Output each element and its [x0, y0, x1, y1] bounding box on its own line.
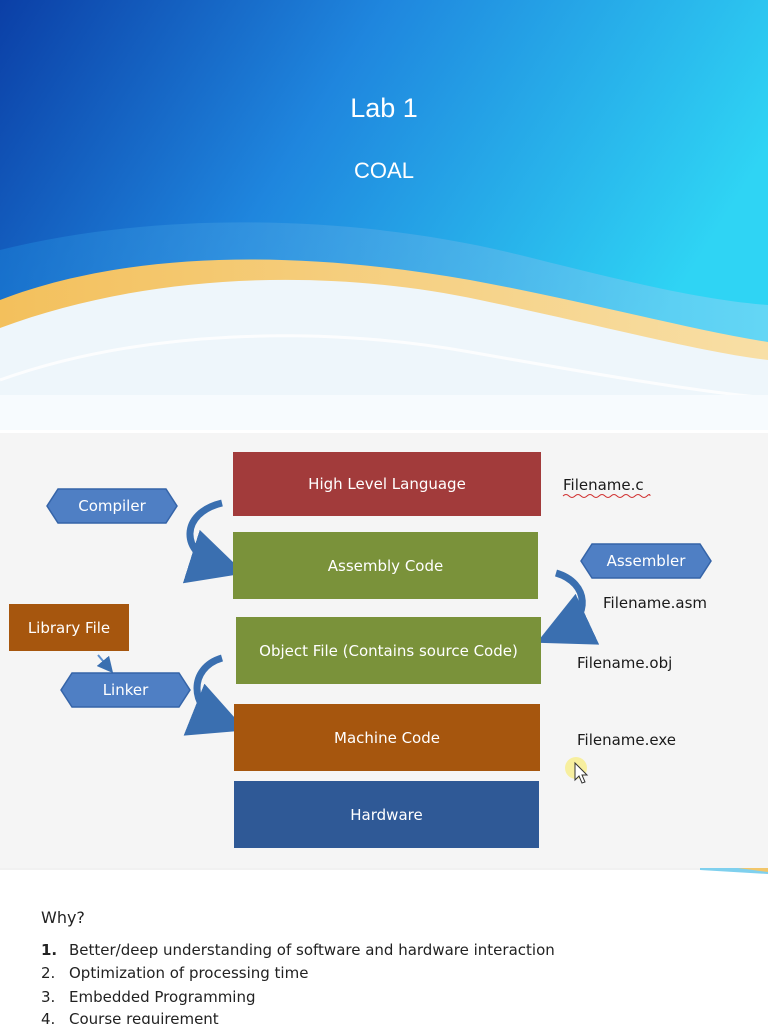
pentagon-tag-icon	[580, 543, 712, 579]
curved-arrow-icon	[536, 569, 600, 645]
list-item: 2. Optimization of processing time	[41, 964, 308, 982]
mouse-pointer-icon	[565, 757, 589, 784]
layer-hardware: Hardware	[234, 781, 539, 848]
spellcheck-underline	[562, 494, 651, 498]
title-background	[0, 0, 768, 430]
list-number: 3.	[41, 988, 56, 1006]
list-item: 1. Better/deep understanding of software …	[41, 941, 555, 959]
compiler-tag: Compiler	[46, 488, 178, 524]
filename-asm: Filename.asm	[603, 594, 708, 612]
small-arrow-icon	[96, 654, 114, 674]
slide-title: Lab 1	[350, 93, 418, 123]
layer-assembly-code: Assembly Code	[233, 532, 538, 599]
layer-object-file: Object File (Contains source Code)	[236, 617, 541, 684]
list-text: Better/deep understanding of software an…	[69, 941, 555, 959]
curved-arrow-icon	[183, 654, 246, 736]
list-number: 1.	[41, 941, 58, 959]
list-item: 3. Embedded Programming	[41, 988, 256, 1006]
title-slide: Lab 1 COAL	[0, 0, 768, 430]
slide-divider	[0, 868, 768, 874]
why-slide: Why? 1. Better/deep understanding of soft…	[0, 868, 768, 1024]
list-number: 4.	[41, 1010, 56, 1024]
slide-subtitle: COAL	[354, 158, 414, 183]
layer-high-level-language: High Level Language	[233, 452, 541, 516]
filename-obj: Filename.obj	[577, 654, 673, 672]
list-item: 4. Course requirement	[41, 1010, 219, 1024]
list-number: 2.	[41, 964, 56, 982]
compilation-diagram-slide: High Level Language Assembly Code Object…	[0, 430, 768, 868]
linker-label: Linker	[102, 681, 149, 699]
list-text: Optimization of processing time	[69, 964, 309, 982]
library-file-box: Library File	[9, 604, 129, 651]
layer-machine-code: Machine Code	[234, 704, 540, 771]
pentagon-tag-icon	[46, 488, 178, 524]
curved-arrow-icon	[182, 499, 245, 584]
pentagon-tag-icon	[60, 672, 191, 708]
compiler-label: Compiler	[78, 497, 146, 515]
why-heading: Why?	[41, 908, 85, 927]
filename-exe: Filename.exe	[577, 731, 677, 749]
filename-c: Filename.c	[563, 476, 644, 494]
assembler-tag: Assembler	[580, 543, 712, 579]
list-text: Course requirement	[69, 1010, 219, 1024]
assembler-label: Assembler	[606, 552, 686, 570]
linker-tag: Linker	[60, 672, 191, 708]
list-text: Embedded Programming	[69, 988, 256, 1006]
